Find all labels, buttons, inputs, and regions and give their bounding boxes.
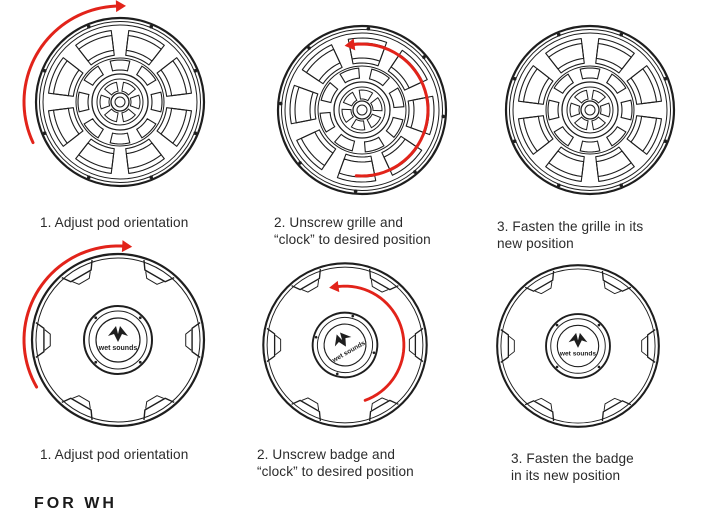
step-caption-grille-1: 1. Adjust pod orientation — [40, 215, 189, 230]
speaker-badge-cover-icon: wet sounds — [30, 252, 206, 428]
step-caption-badge-3: 3. Fasten the badge in its new position — [511, 451, 634, 483]
svg-text:wet sounds: wet sounds — [559, 350, 597, 357]
arrowhead-icon — [329, 280, 340, 293]
arrowhead-icon — [344, 38, 356, 51]
badge-speaker-step1-illustration: wet sounds — [22, 240, 206, 428]
step-caption-grille-3: 3. Fasten the grille in its new position — [497, 219, 644, 251]
grille-speaker-step3-illustration — [504, 24, 676, 196]
grille-speaker-step1-illustration — [22, 0, 206, 188]
rotate-arrow-icon — [22, 244, 128, 389]
speaker-grille-icon — [504, 24, 676, 196]
speaker-grille-icon — [276, 24, 448, 196]
speaker-grille-icon — [34, 16, 206, 188]
step-caption-grille-2: 2. Unscrew grille and “clock” to desired… — [274, 215, 431, 247]
step-caption-badge-2: 2. Unscrew badge and “clock” to desired … — [257, 447, 414, 479]
badge-speaker-step2-illustration: wet sounds — [262, 262, 428, 428]
rotate-arrow-icon — [333, 284, 406, 402]
speaker-badge-cover-icon: wet sounds — [262, 262, 428, 428]
speaker-badge-cover-icon: wet sounds — [496, 264, 660, 428]
arrowhead-icon — [115, 0, 126, 13]
section-heading-fragment: FOR WH — [34, 495, 117, 512]
rotate-arrow-icon — [349, 42, 430, 178]
svg-text:wet sounds: wet sounds — [98, 345, 138, 352]
step-caption-badge-1: 1. Adjust pod orientation — [40, 447, 189, 462]
arrowhead-icon — [121, 240, 133, 253]
rotate-arrow-icon — [22, 4, 122, 145]
badge-speaker-step3-illustration: wet sounds — [496, 264, 660, 428]
grille-speaker-step2-illustration — [276, 24, 448, 196]
